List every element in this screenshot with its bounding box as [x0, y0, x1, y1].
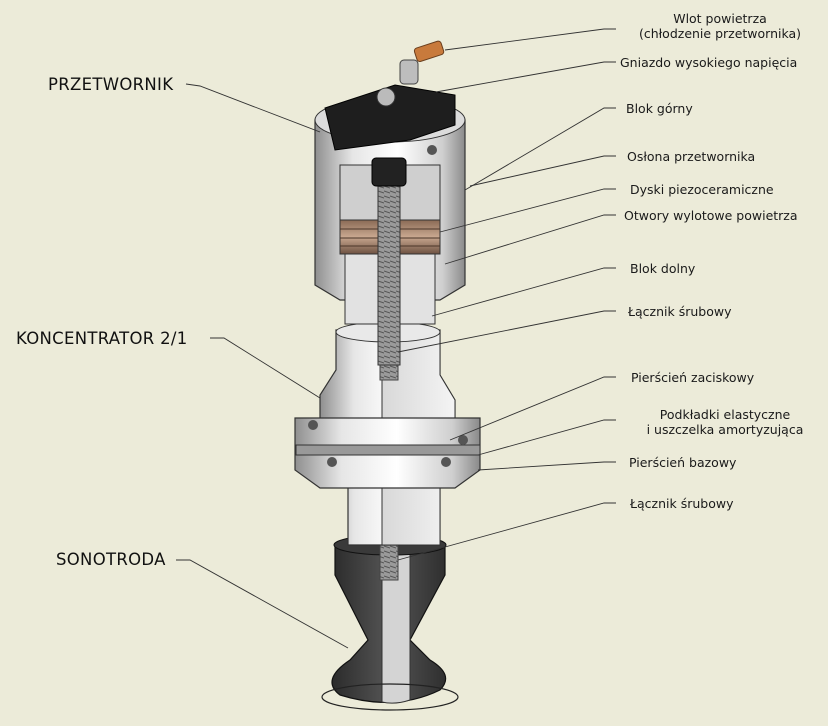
callout-air-inlet-line1: Wlot powietrza	[673, 11, 767, 26]
label-sonotrode: SONOTRODA	[56, 550, 166, 569]
callout-hv-socket: Gniazdo wysokiego napięcia	[620, 55, 798, 70]
sonotrode	[321, 519, 459, 711]
callout-base-ring: Pierścień bazowy	[629, 455, 737, 470]
air-inlet-fitting	[413, 40, 445, 63]
air-inlet-elbow	[399, 59, 419, 85]
hv-socket	[324, 84, 456, 151]
leader-lines	[176, 28, 616, 649]
callout-piezo-discs: Dyski piezoceramiczne	[630, 182, 774, 197]
callout-elastic-washers-line1: Podkładki elastyczne	[659, 407, 791, 422]
base-ring-screw-left	[327, 457, 337, 467]
callout-air-outlets: Otwory wylotowe powietrza	[624, 208, 798, 223]
callout-lower-block: Blok dolny	[630, 261, 696, 276]
central-bolt	[377, 174, 401, 366]
concentrator	[294, 299, 481, 546]
callout-stud-lower: Łącznik śrubowy	[630, 496, 734, 511]
ring-screw-left	[308, 420, 318, 430]
callout-stud-upper: Łącznik śrubowy	[628, 304, 732, 319]
elastic-washers	[295, 444, 481, 456]
callout-upper-block: Blok górny	[626, 101, 693, 116]
transducer	[314, 40, 466, 366]
label-concentrator: KONCENTRATOR 2/1	[16, 329, 188, 348]
bolt-head	[371, 157, 407, 187]
base-ring-screw-right	[441, 457, 451, 467]
callout-air-inlet: Wlot powietrza (chłodzenie przetwornika)	[620, 11, 820, 41]
callout-transducer-cover: Osłona przetwornika	[627, 149, 756, 164]
callout-clamping-ring: Pierścień zaciskowy	[631, 370, 755, 385]
ring-screw-right	[458, 435, 468, 445]
housing-screw	[427, 145, 437, 155]
callout-elastic-washers: Podkładki elastyczne i uszczelka amortyz…	[630, 407, 820, 437]
label-transducer: PRZETWORNIK	[48, 75, 174, 94]
callout-elastic-washers-line2: i uszczelka amortyzująca	[646, 422, 804, 437]
callout-air-inlet-line2: (chłodzenie przetwornika)	[638, 26, 802, 41]
